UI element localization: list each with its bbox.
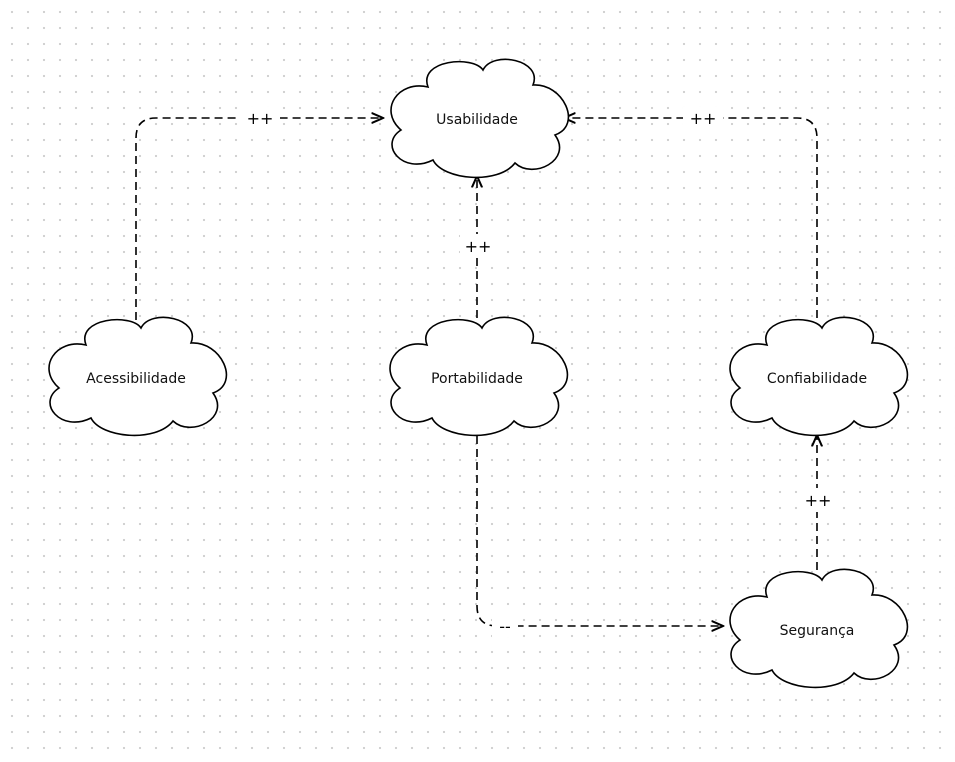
edge-portabilidade-seguranca[interactable]: -- [476, 436, 723, 637]
node-portabilidade[interactable]: Portabilidade [389, 316, 569, 437]
edge-label: ++ [805, 491, 832, 510]
edge-portabilidade-usabilidade[interactable]: ++ [460, 176, 496, 318]
edge-label: ++ [465, 237, 492, 256]
edge-confiabilidade-usabilidade[interactable]: ++ [564, 107, 818, 318]
node-label: Segurança [780, 623, 855, 639]
node-acessibilidade[interactable]: Acessibilidade [48, 316, 228, 437]
edge-seguranca-confiabilidade[interactable]: ++ [800, 435, 836, 570]
node-label: Usabilidade [436, 112, 518, 128]
node-usabilidade[interactable]: Usabilidade [390, 58, 570, 179]
node-label: Acessibilidade [86, 371, 186, 387]
node-confiabilidade[interactable]: Confiabilidade [729, 316, 909, 437]
edge-label: ++ [247, 109, 274, 128]
edge-label: -- [499, 617, 511, 636]
node-label: Confiabilidade [767, 371, 867, 387]
node-label: Portabilidade [431, 371, 523, 387]
node-seguranca[interactable]: Segurança [729, 568, 909, 689]
edge-acessibilidade-usabilidade[interactable]: ++ [135, 107, 383, 320]
edge-label: ++ [690, 109, 717, 128]
